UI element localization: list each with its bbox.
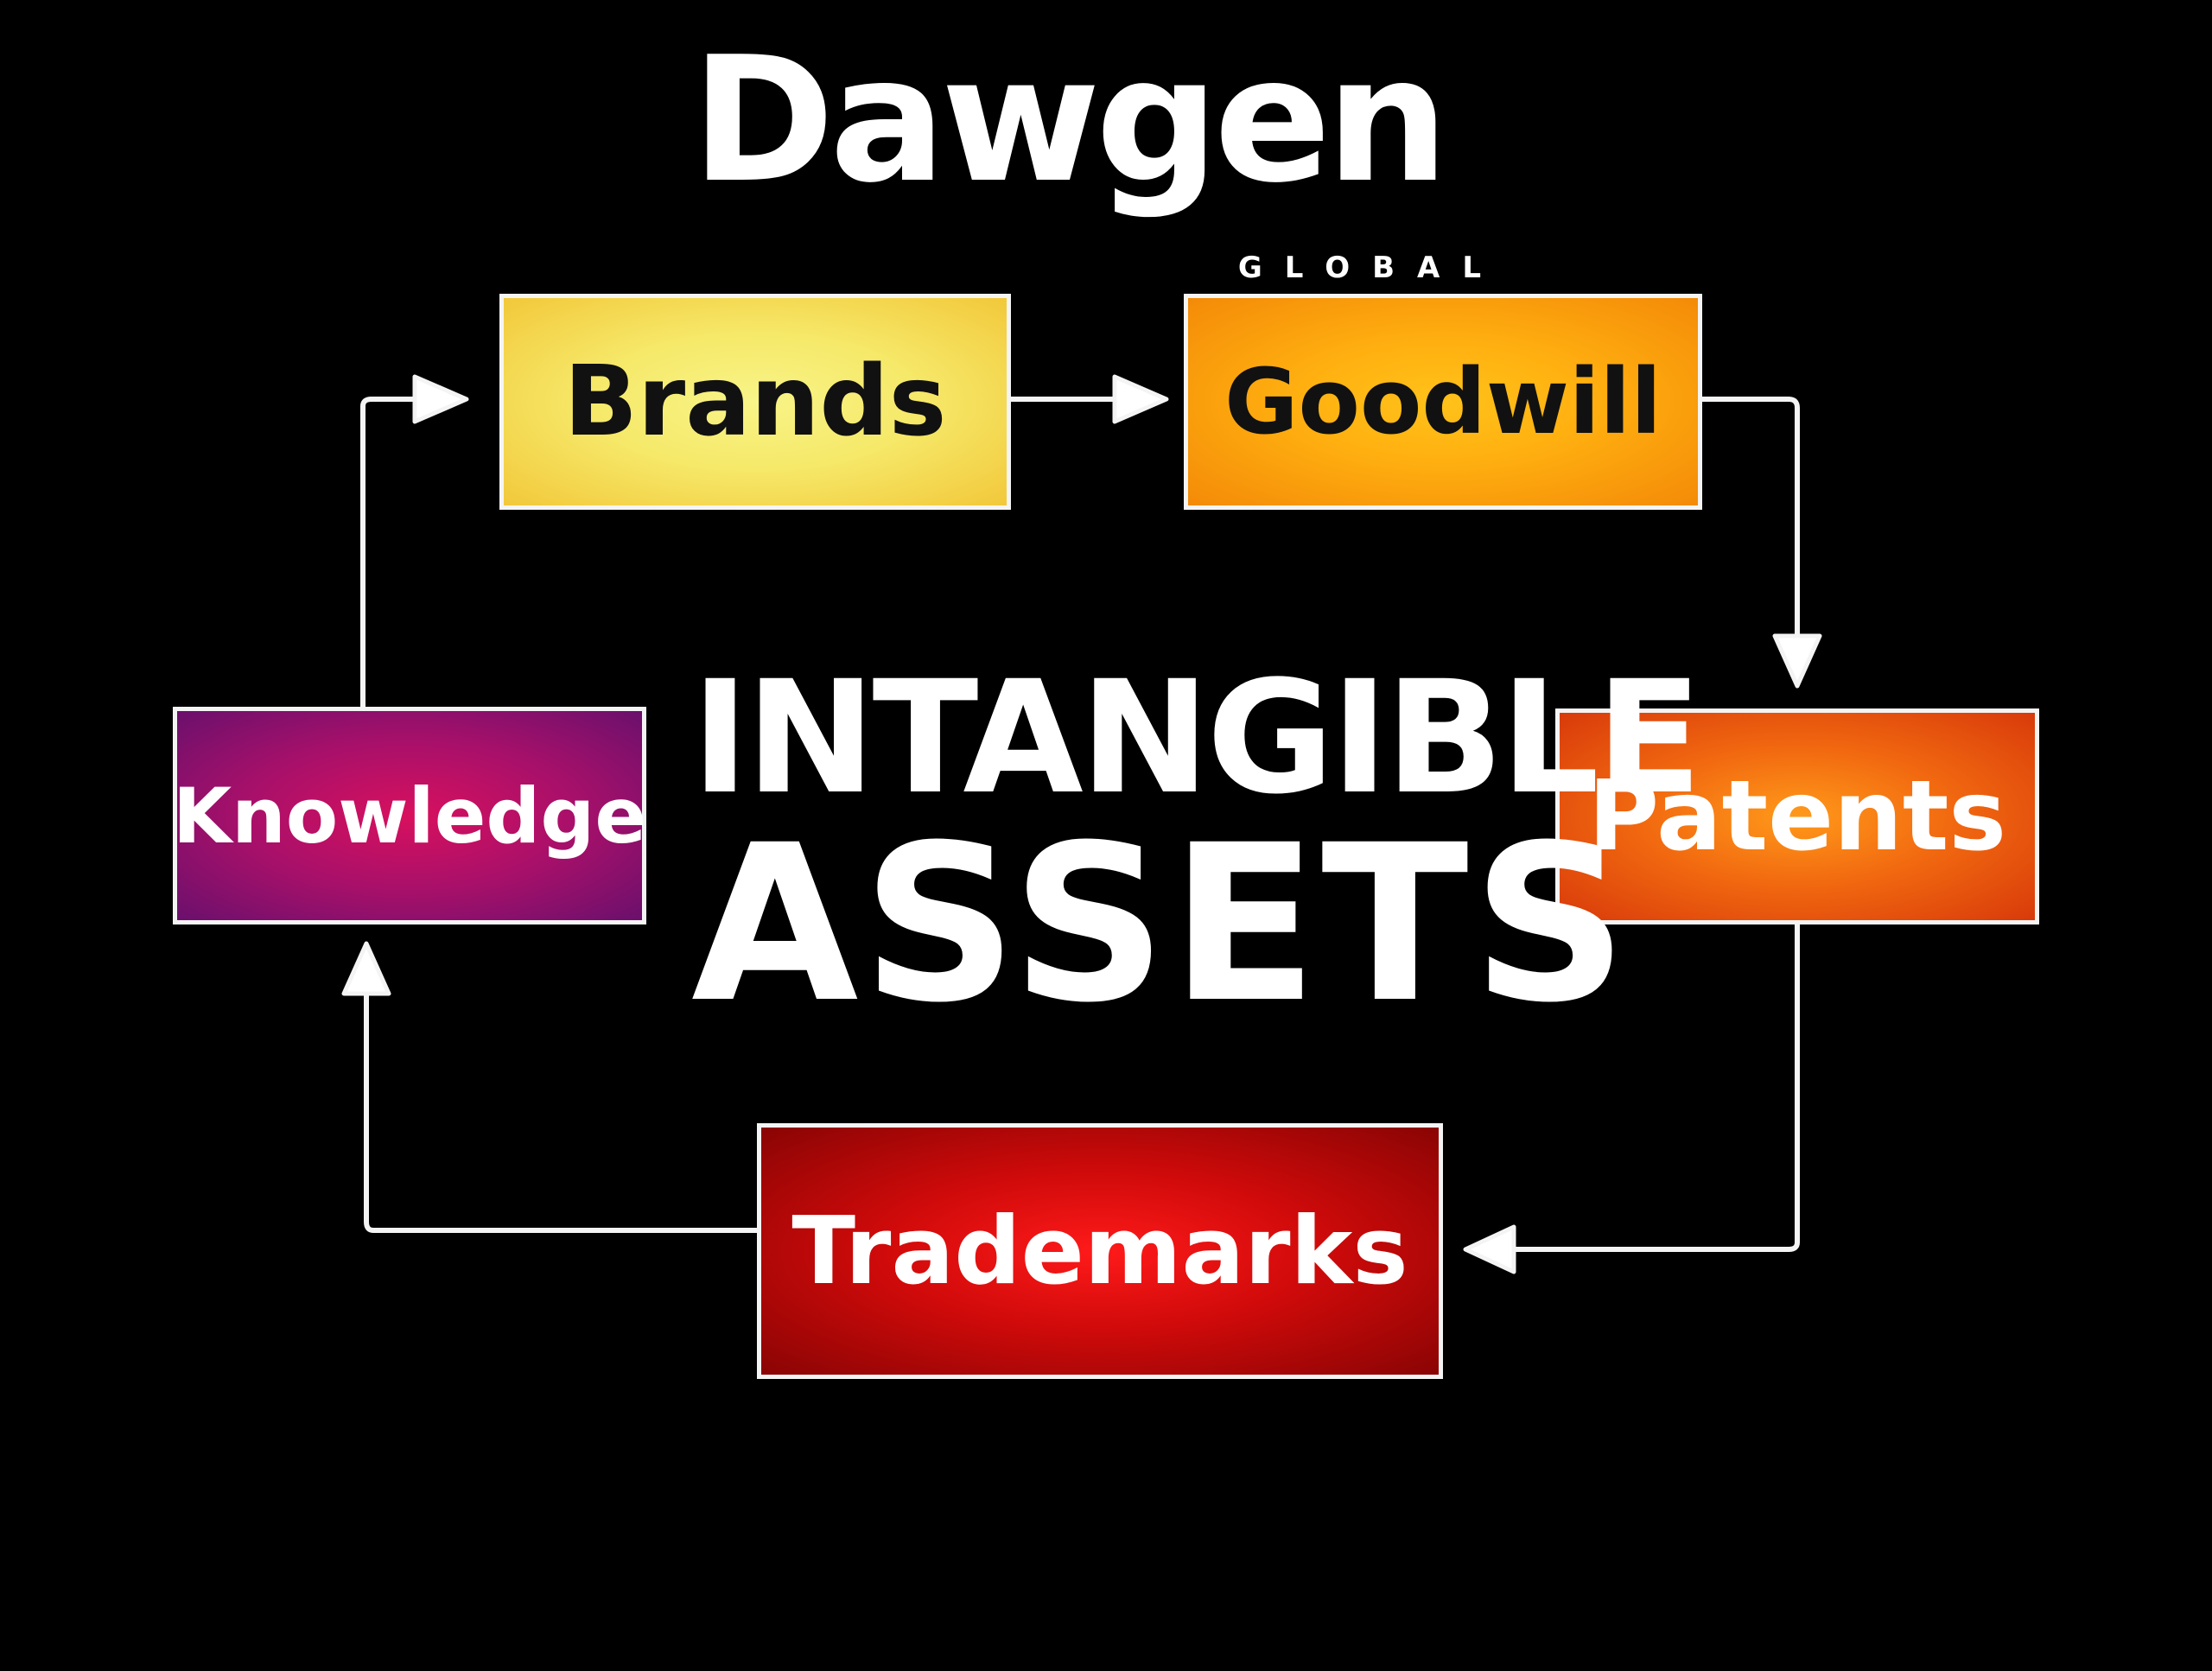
node-brands-label: Brands [563, 346, 947, 458]
node-patents-label: Patents [1587, 760, 2007, 873]
node-patents: Patents [1555, 708, 2039, 924]
node-knowledge-label: Knowledge [172, 771, 647, 861]
arrowhead-brands [412, 374, 469, 424]
title-line-intangible: INTANGIBLE [691, 648, 1702, 829]
node-trademarks: Trademarks [757, 1123, 1443, 1379]
arrow-knowledge-to-brands [360, 397, 428, 709]
center-title: INTANGIBLE ASSETS [691, 648, 1702, 1050]
arrowhead-patents [1772, 633, 1822, 689]
arrowhead-knowledge [341, 941, 391, 996]
arrowhead-trademarks [1463, 1224, 1516, 1274]
title-line-assets: ASSETS [691, 798, 1631, 1050]
arrow-goodwill-to-patents [1700, 397, 1800, 642]
node-trademarks-label: Trademarks [791, 1197, 1408, 1306]
node-knowledge: Knowledge [173, 707, 646, 924]
dawgen-global-logo: Dawgen GLOBAL [691, 20, 1503, 286]
arrowhead-goodwill [1112, 374, 1169, 424]
node-goodwill-label: Goodwill [1224, 349, 1662, 454]
node-brands: Brands [499, 294, 1011, 510]
node-goodwill: Goodwill [1184, 294, 1702, 510]
logo-subtitle: GLOBAL [1237, 251, 1503, 285]
logo-wordmark: Dawgen [691, 20, 1449, 221]
